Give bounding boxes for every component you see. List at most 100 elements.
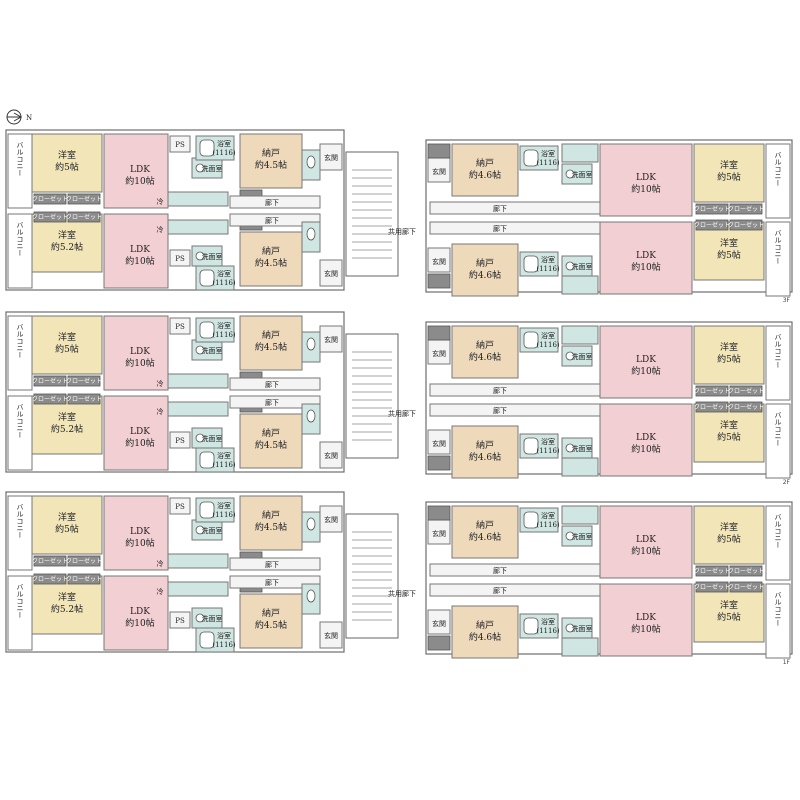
washroom-label: 洗面室 [572,170,593,179]
ps-label: PS [175,437,185,445]
room-ldk [599,325,693,399]
closet [695,401,729,413]
sink-icon [565,351,575,361]
bathtub-icon [199,501,215,519]
nando-label: 納戸 [476,439,494,451]
closet-label: クローゼット [66,213,102,221]
ldk-size: 約10帖 [125,357,154,369]
closet-label: クローゼット [32,213,68,221]
closet-label: クローゼット [66,195,102,203]
closet-label: クローゼット [32,377,68,385]
youshitsu-size: 約5帖 [717,611,741,623]
corridor-label: 廊下 [493,586,507,595]
youshitsu-size: 約5帖 [717,171,741,183]
fridge-label: 冷 [157,225,164,234]
veranda-label: バルコニー [16,404,24,439]
washroom-label: 洗面室 [202,164,223,173]
veranda [765,403,791,479]
sink-icon [565,623,575,633]
ps-shaft [169,317,191,335]
corridor-label: 廊下 [265,198,279,207]
room-youshitsu [693,403,765,463]
closet-label: クローゼット [32,195,68,203]
closet [67,555,101,567]
entrance-label: 玄関 [432,349,446,358]
kitchen-counter [167,191,229,207]
closet-label: クローゼット [694,205,730,213]
room-youshitsu [31,575,103,635]
youshitsu-label: 洋室 [720,237,738,249]
ps-shaft [169,249,191,267]
room-ldk [103,315,169,391]
ldk-size: 約10帖 [125,617,154,629]
shared-hall-label: 共用廊下 [388,409,416,418]
room-youshitsu [693,583,765,643]
room-youshitsu [693,325,765,385]
closet-label: クローゼット [694,403,730,411]
ldk-size: 約10帖 [631,545,660,557]
room-nando [239,315,303,371]
kitchen-counter [167,373,229,389]
entrance-label: 玄関 [324,153,338,162]
shoe-closet [427,273,451,289]
closet [695,385,729,397]
entrance-label: 玄関 [324,451,338,460]
youshitsu-size: 約5帖 [717,431,741,443]
room-nando [451,143,519,197]
room-nando [239,133,303,189]
youshitsu-size: 約5帖 [717,249,741,261]
bath-label: 浴室 [541,511,555,520]
nando-size: 約4.6帖 [469,169,501,181]
room-nando [451,505,519,559]
closet [729,203,763,215]
washroom-label: 洗面室 [572,624,593,633]
nando-size: 約4.5帖 [255,619,287,631]
kitchen-counter [561,505,599,525]
floor-label: 2F [783,479,791,486]
room-youshitsu [31,213,103,273]
closet-label: クローゼット [694,583,730,591]
bathtub-icon [523,255,539,273]
closet-label: クローゼット [32,557,68,565]
washroom [561,525,593,547]
bathtub-icon [523,511,539,529]
veranda-label: バルコニー [16,324,24,359]
closet [33,393,67,405]
floor-label: 1F [783,659,791,666]
ldk-size: 約10帖 [631,183,660,195]
closet-label: クローゼット [32,575,68,583]
washroom-label: 洗面室 [202,252,223,261]
entrance [427,429,451,455]
kitchen-counter [167,219,229,235]
nando-size: 約4.5帖 [255,439,287,451]
veranda-label: バルコニー [774,334,782,369]
youshitsu-label: 洋室 [58,149,76,161]
kitchen-counter [167,401,229,417]
room-ldk [103,213,169,289]
youshitsu-label: 洋室 [58,591,76,603]
fridge-label: 冷 [157,379,164,388]
bath-size: (1116) [212,461,236,469]
bath-size: (1116) [212,149,236,157]
youshitsu-size: 約5帖 [55,343,79,355]
ldk-label: LDK [636,355,656,365]
room-nando [451,243,519,297]
corridor-label: 廊下 [493,386,507,395]
fridge-label: 冷 [157,587,164,596]
toilet-icon [306,337,316,351]
nando-size: 約4.5帖 [255,257,287,269]
entrance-label: 玄関 [324,515,338,524]
corridor [229,395,321,409]
closet [729,219,763,231]
closet-label: クローゼット [728,567,764,575]
closet-label: クローゼット [728,583,764,591]
compass-label: N [26,114,32,122]
bath-label: 浴室 [541,255,555,264]
bathtub-icon [523,437,539,455]
closet-label: クローゼット [66,575,102,583]
ldk-size: 約10帖 [631,261,660,273]
entrance [319,259,343,287]
entrance [319,143,343,171]
room-nando [451,425,519,479]
veranda-label: バルコニー [16,142,24,177]
